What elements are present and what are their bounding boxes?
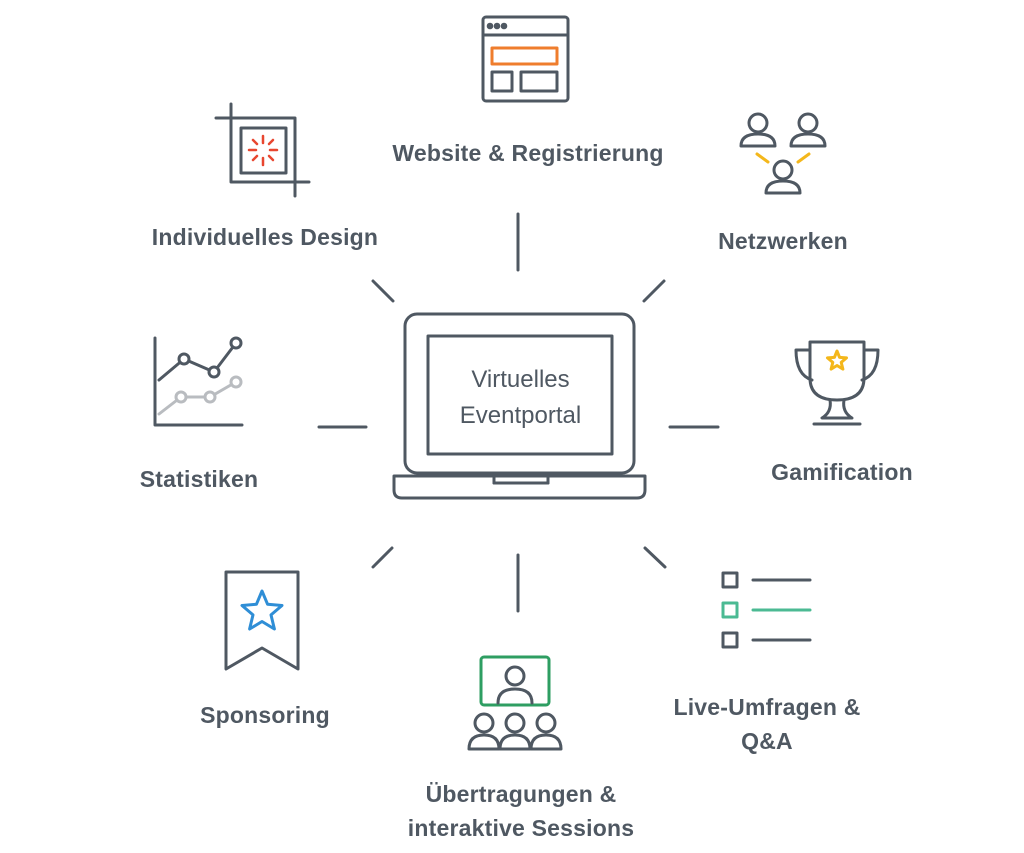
label-netzwerken: Netzwerken — [718, 228, 848, 254]
center-title-line-2: Eventportal — [459, 402, 582, 429]
label-live-umfragen: Live-Umfragen & Q&A — [638, 690, 896, 758]
crop-frame-icon — [214, 102, 311, 198]
label-individuelles-design: Individuelles Design — [151, 224, 379, 250]
ray-bottom-right — [643, 546, 667, 569]
video-audience-icon — [467, 655, 563, 751]
ray-top-left — [371, 279, 395, 303]
star-ribbon-icon — [224, 570, 300, 671]
ray-top-right — [642, 279, 666, 303]
label-statistiken: Statistiken — [139, 466, 259, 492]
line-chart-icon — [153, 336, 244, 427]
checklist-icon — [721, 571, 812, 649]
center-title-line-1: Virtuelles — [471, 366, 570, 393]
ray-bottom-left — [371, 546, 394, 569]
laptop-icon — [392, 312, 647, 500]
center-title: Virtuelles Eventportal — [428, 362, 613, 434]
browser-window-icon — [481, 15, 570, 103]
label-uebertragungen-line-1: Übertragungen & — [425, 781, 617, 807]
people-network-icon — [739, 112, 827, 195]
label-sponsoring: Sponsoring — [200, 702, 330, 728]
label-gamification: Gamification — [771, 459, 913, 485]
label-uebertragungen-line-2: interaktive Sessions — [407, 815, 635, 841]
label-website-registrierung: Website & Registrierung — [392, 140, 664, 166]
label-live-umfragen-line-1: Live-Umfragen & — [673, 694, 861, 720]
trophy-icon — [794, 340, 880, 426]
label-uebertragungen: Übertragungen & interaktive Sessions — [366, 777, 676, 845]
label-live-umfragen-line-2: Q&A — [741, 728, 793, 754]
connector-lines — [317, 212, 720, 613]
